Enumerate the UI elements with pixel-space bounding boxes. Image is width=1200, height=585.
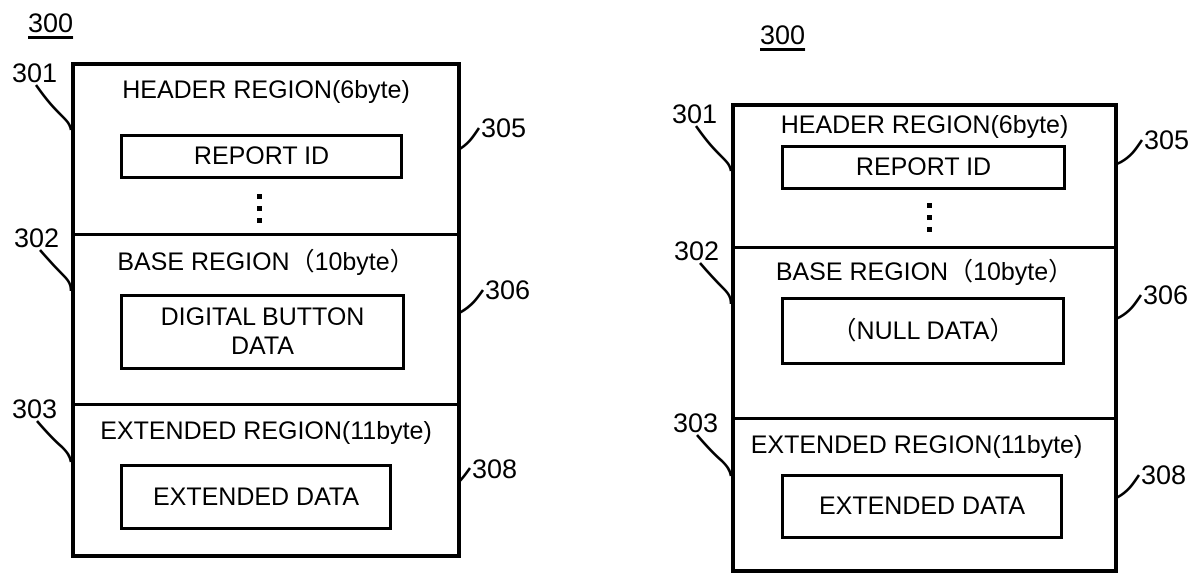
leader-right-301 bbox=[694, 125, 733, 172]
ref-num-right-305: 305 bbox=[1144, 125, 1190, 155]
ref-num-left-303: 303 bbox=[12, 394, 58, 424]
vertical-ellipsis-left bbox=[256, 194, 262, 223]
ref-num-left-308: 308 bbox=[472, 454, 518, 484]
figure-title-left: 300 bbox=[28, 8, 74, 38]
region-divider-left-1 bbox=[71, 233, 461, 236]
region-label-right-base: BASE REGION（10byte） bbox=[775, 258, 1074, 286]
ref-num-right-303: 303 bbox=[673, 408, 719, 438]
region-divider-right-2 bbox=[731, 417, 1118, 420]
field-box-left-report-id[interactable]: REPORT ID bbox=[120, 134, 403, 179]
leader-left-301 bbox=[34, 84, 73, 131]
region-label-right-header: HEADER REGION(6byte) bbox=[780, 111, 1069, 139]
ref-num-left-305: 305 bbox=[481, 113, 527, 143]
ref-num-right-306: 306 bbox=[1143, 280, 1189, 310]
ref-num-left-302: 302 bbox=[14, 223, 60, 253]
ref-num-right-302: 302 bbox=[674, 236, 720, 266]
region-label-left-header: HEADER REGION(6byte) bbox=[122, 76, 410, 104]
region-divider-left-2 bbox=[71, 403, 461, 406]
ref-num-right-301: 301 bbox=[672, 99, 718, 129]
ref-num-right-308: 308 bbox=[1141, 460, 1187, 490]
field-box-right-extended-data[interactable]: EXTENDED DATA bbox=[781, 474, 1063, 539]
figure-title-right: 300 bbox=[760, 20, 806, 50]
region-label-left-extended: EXTENDED REGION(11byte) bbox=[100, 417, 432, 445]
field-box-right-report-id[interactable]: REPORT ID bbox=[781, 145, 1066, 190]
field-box-left-extended-data[interactable]: EXTENDED DATA bbox=[120, 464, 392, 530]
region-label-left-base: BASE REGION（10byte） bbox=[117, 248, 415, 276]
leader-right-302 bbox=[699, 262, 733, 305]
leader-left-303 bbox=[36, 420, 73, 463]
field-box-left-digital-button-data[interactable]: DIGITAL BUTTON DATA bbox=[120, 294, 405, 370]
region-label-right-extended: EXTENDED REGION(11byte) bbox=[750, 431, 1083, 459]
vertical-ellipsis-right bbox=[926, 203, 932, 232]
region-divider-right-1 bbox=[731, 246, 1118, 249]
ref-num-left-306: 306 bbox=[485, 275, 531, 305]
leader-left-302 bbox=[39, 249, 73, 292]
ref-num-left-301: 301 bbox=[12, 58, 58, 88]
field-box-right-null-data[interactable]: （NULL DATA） bbox=[781, 297, 1065, 365]
